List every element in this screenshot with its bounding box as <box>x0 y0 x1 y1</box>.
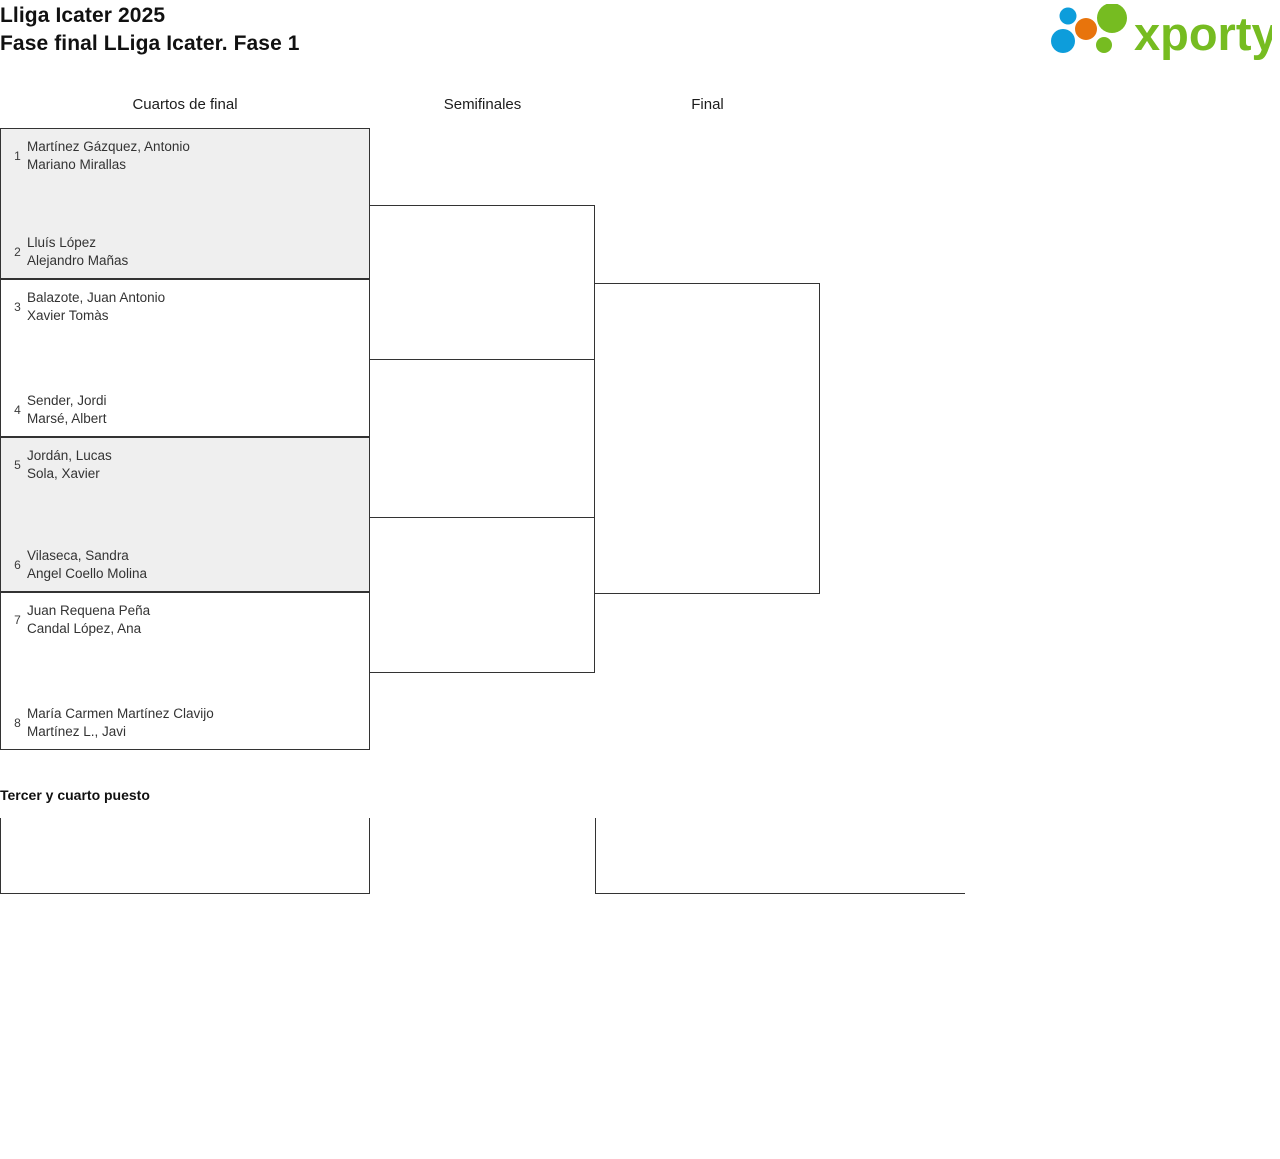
team-names: Sender, Jordi Marsé, Albert <box>27 392 107 428</box>
player-name: Martínez L., Javi <box>27 724 127 739</box>
match-final[interactable] <box>594 283 820 594</box>
match-qf-3[interactable]: 5 Jordán, Lucas Sola, Xavier 6 Vilaseca,… <box>0 437 370 592</box>
player-name: María Carmen Martínez Clavijo <box>27 706 214 721</box>
round-header-final: Final <box>691 96 724 113</box>
player-name: Vilaseca, Sandra <box>27 548 129 563</box>
match-slot-top[interactable]: 5 Jordán, Lucas Sola, Xavier <box>1 447 369 483</box>
player-name: Sola, Xavier <box>27 466 100 481</box>
match-third-place-right[interactable] <box>595 818 965 894</box>
seed-number: 3 <box>14 300 21 314</box>
match-slot-top[interactable]: 7 Juan Requena Peña Candal López, Ana <box>1 602 369 638</box>
match-qf-1[interactable]: 1 Martínez Gázquez, Antonio Mariano Mira… <box>0 128 370 279</box>
page-title: Lliga Icater 2025 Fase final LLiga Icate… <box>0 2 300 58</box>
player-name: Lluís López <box>27 235 97 250</box>
match-sf-1[interactable] <box>369 205 595 360</box>
player-name: Xavier Tomàs <box>27 308 109 323</box>
team-names: Vilaseca, Sandra Angel Coello Molina <box>27 547 147 583</box>
seed-number: 8 <box>14 716 21 730</box>
seed-number: 5 <box>14 458 21 472</box>
player-name: Candal López, Ana <box>27 621 142 636</box>
match-slot-bottom[interactable]: 6 Vilaseca, Sandra Angel Coello Molina <box>1 547 369 583</box>
player-name: Sender, Jordi <box>27 393 107 408</box>
team-names: María Carmen Martínez Clavijo Martínez L… <box>27 705 214 741</box>
seed-number: 2 <box>14 245 21 259</box>
match-qf-4[interactable]: 7 Juan Requena Peña Candal López, Ana 8 … <box>0 592 370 750</box>
match-qf-2[interactable]: 3 Balazote, Juan Antonio Xavier Tomàs 4 … <box>0 279 370 437</box>
match-slot-top[interactable]: 1 Martínez Gázquez, Antonio Mariano Mira… <box>1 138 369 174</box>
tournament-title: Lliga Icater 2025 <box>0 4 166 27</box>
match-third-place-left[interactable] <box>0 818 370 894</box>
round-header-semifinals: Semifinales <box>443 96 522 113</box>
player-name: Alejandro Mañas <box>27 253 129 268</box>
seed-number: 4 <box>14 403 21 417</box>
team-names: Juan Requena Peña Candal López, Ana <box>27 602 150 638</box>
player-name: Juan Requena Peña <box>27 603 151 618</box>
player-name: Balazote, Juan Antonio <box>27 290 166 305</box>
logo-dot-orange <box>1075 18 1097 40</box>
match-slot-top[interactable]: 3 Balazote, Juan Antonio Xavier Tomàs <box>1 289 369 325</box>
match-slot-bottom[interactable]: 2 Lluís López Alejandro Mañas <box>1 234 369 270</box>
xporty-logo[interactable]: xporty <box>1042 4 1272 62</box>
team-names: Balazote, Juan Antonio Xavier Tomàs <box>27 289 165 325</box>
team-names: Jordán, Lucas Sola, Xavier <box>27 447 112 483</box>
player-name: Jordán, Lucas <box>27 448 112 463</box>
match-sf-2[interactable] <box>369 517 595 673</box>
logo-dot-green-small <box>1096 37 1112 53</box>
third-place-title: Tercer y cuarto puesto <box>0 787 150 803</box>
logo-dot-blue-top <box>1059 7 1077 25</box>
player-name: Mariano Mirallas <box>27 157 127 172</box>
logo-dot-green-large <box>1097 4 1127 33</box>
player-name: Martínez Gázquez, Antonio <box>27 139 190 154</box>
logo-dots <box>1051 4 1127 53</box>
logo-wordmark: xporty <box>1134 7 1272 60</box>
seed-number: 6 <box>14 558 21 572</box>
player-name: Marsé, Albert <box>27 411 107 426</box>
round-header-quarterfinals: Cuartos de final <box>132 96 238 113</box>
match-slot-bottom[interactable]: 8 María Carmen Martínez Clavijo Martínez… <box>1 705 369 741</box>
team-names: Lluís López Alejandro Mañas <box>27 234 128 270</box>
seed-number: 1 <box>14 149 21 163</box>
team-names: Martínez Gázquez, Antonio Mariano Mirall… <box>27 138 190 174</box>
player-name: Angel Coello Molina <box>27 566 148 581</box>
logo-dot-blue-bottom <box>1051 29 1075 53</box>
phase-title: Fase final LLiga Icater. Fase 1 <box>0 32 300 55</box>
match-slot-bottom[interactable]: 4 Sender, Jordi Marsé, Albert <box>1 392 369 428</box>
seed-number: 7 <box>14 613 21 627</box>
